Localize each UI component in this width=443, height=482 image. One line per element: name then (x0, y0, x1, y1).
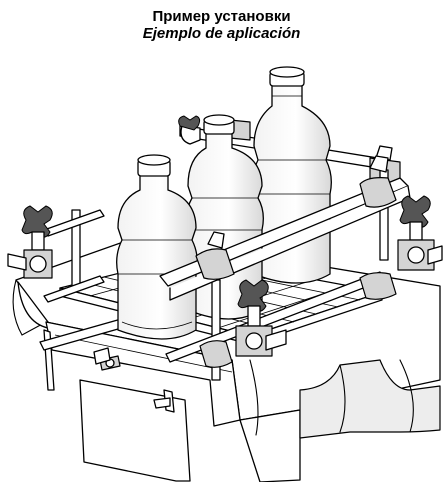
bottle-holder-illustration (7, 66, 443, 482)
caption-spanish: Ejemplo de aplicación (142, 25, 301, 42)
knob-left (7, 205, 53, 279)
knob-right (397, 195, 443, 271)
caption-russian: Пример установки (152, 8, 291, 25)
bottle-left (116, 154, 198, 340)
figure-caption: Пример установки Ejemplo de aplicación (0, 8, 443, 42)
knob-front (235, 279, 287, 357)
bottom-rail (165, 271, 397, 368)
knob-back (178, 115, 201, 131)
front-rail (159, 155, 411, 301)
front-fitting (93, 347, 171, 409)
